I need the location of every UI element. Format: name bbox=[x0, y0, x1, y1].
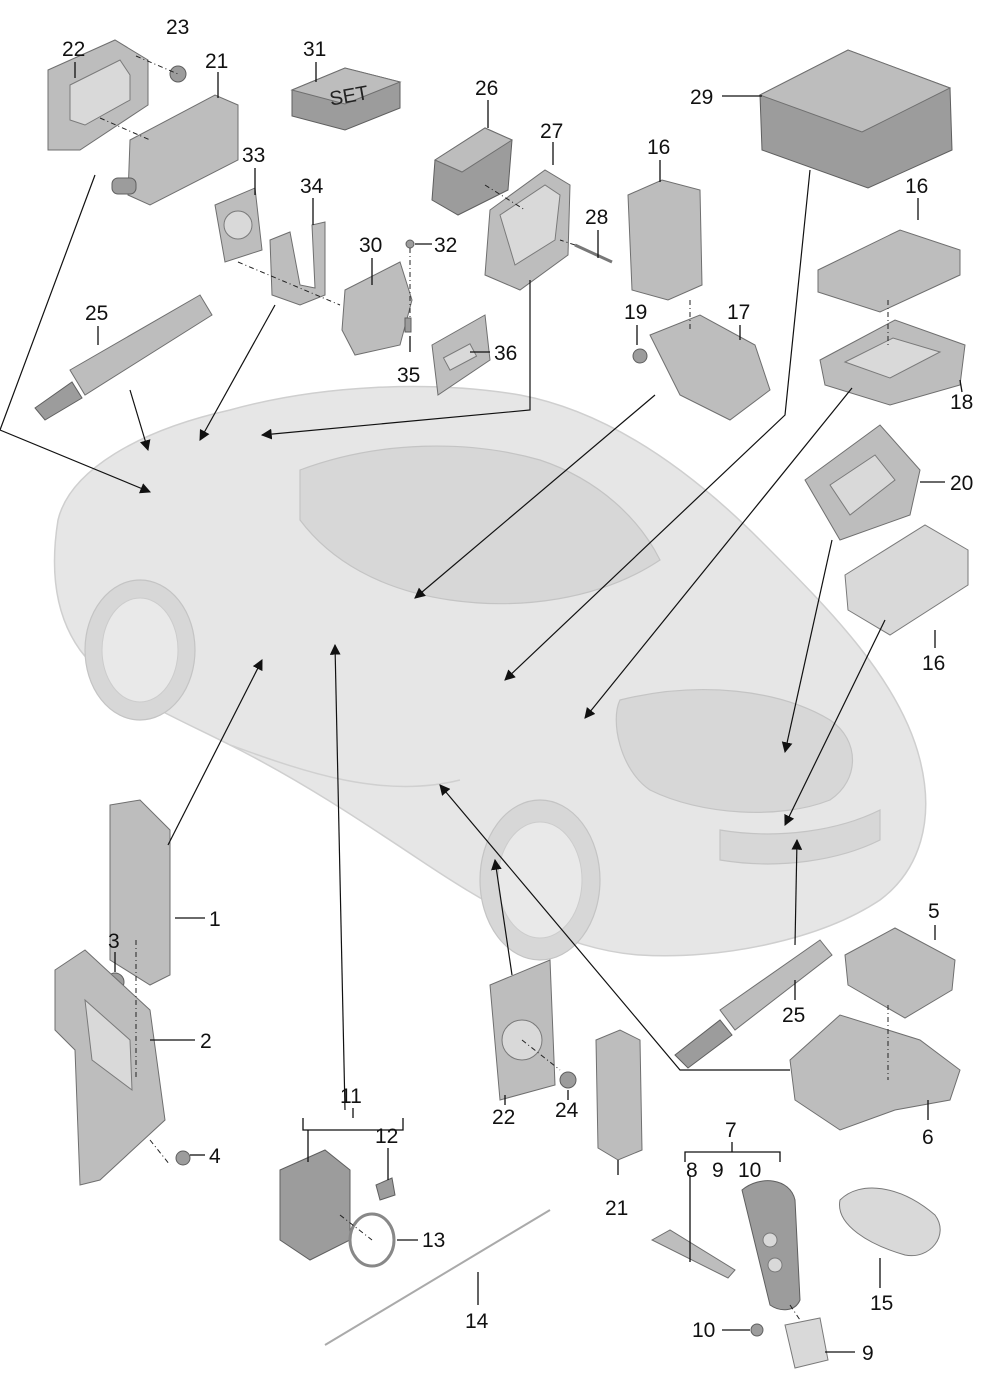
part-21-top-module bbox=[111, 94, 239, 206]
callout-24: 24 bbox=[555, 1099, 579, 1122]
part-10-screw bbox=[750, 1323, 764, 1337]
part-30-connector bbox=[341, 261, 413, 356]
callout-13: 13 bbox=[422, 1229, 445, 1252]
callout-6: 6 bbox=[922, 1126, 934, 1149]
callout-25-bottom: 25 bbox=[782, 1004, 805, 1027]
callout-27: 27 bbox=[540, 120, 563, 143]
part-20-bracket bbox=[804, 424, 921, 541]
part-13-ring bbox=[348, 1212, 396, 1268]
callout-23: 23 bbox=[166, 16, 189, 39]
part-32-screw bbox=[405, 239, 415, 249]
callout-35: 35 bbox=[397, 364, 420, 387]
callout-26: 26 bbox=[475, 77, 498, 100]
part-7-key-fob bbox=[741, 1180, 801, 1311]
callout-22-lower: 22 bbox=[492, 1106, 515, 1129]
part-1-control-unit bbox=[109, 799, 171, 986]
part-4-clip bbox=[175, 1150, 191, 1166]
callout-14: 14 bbox=[465, 1310, 489, 1333]
callout-10-top: 10 bbox=[738, 1159, 761, 1182]
part-22-top-bracket bbox=[47, 39, 149, 151]
callout-3: 3 bbox=[108, 930, 120, 953]
callout-7: 7 bbox=[725, 1119, 737, 1142]
callout-2: 2 bbox=[200, 1030, 212, 1053]
callout-16-right: 16 bbox=[905, 175, 928, 198]
part-36-plate bbox=[431, 314, 491, 396]
callout-30: 30 bbox=[359, 234, 382, 257]
callout-17: 17 bbox=[727, 301, 750, 324]
callout-29: 29 bbox=[690, 86, 713, 109]
callout-10-bottom: 10 bbox=[692, 1319, 715, 1342]
callout-12: 12 bbox=[375, 1125, 398, 1148]
callout-21-top: 21 bbox=[205, 50, 228, 73]
callout-19: 19 bbox=[624, 301, 647, 324]
callout-5: 5 bbox=[928, 900, 940, 923]
part-16-module-upper bbox=[627, 179, 703, 301]
callout-20: 20 bbox=[950, 472, 973, 495]
part-6-bracket bbox=[789, 1014, 961, 1131]
part-15-key-case bbox=[839, 1187, 941, 1257]
callout-22-top: 22 bbox=[62, 38, 85, 61]
callout-1: 1 bbox=[209, 908, 221, 931]
part-27-housing bbox=[484, 169, 571, 291]
callout-28: 28 bbox=[585, 206, 608, 229]
part-2-bracket bbox=[54, 949, 166, 1186]
part-25-antenna-bottom bbox=[674, 939, 833, 1069]
part-11-ignition-lock bbox=[279, 1149, 351, 1261]
part-16-module-right bbox=[817, 229, 961, 313]
callout-16-middle: 16 bbox=[647, 136, 670, 159]
part-22-lower-bracket bbox=[489, 959, 556, 1101]
part-21-lower-module bbox=[595, 1029, 643, 1161]
part-19-nut bbox=[632, 348, 648, 364]
part-33-ring-bracket bbox=[214, 187, 263, 263]
callout-18: 18 bbox=[950, 391, 973, 414]
part-16-module-lower bbox=[844, 524, 969, 636]
part-23-nut bbox=[169, 65, 187, 83]
callout-31: 31 bbox=[303, 38, 326, 61]
callout-4: 4 bbox=[209, 1145, 221, 1168]
callout-8: 8 bbox=[686, 1159, 698, 1182]
callout-9-bottom: 9 bbox=[862, 1342, 874, 1365]
callout-11: 11 bbox=[340, 1085, 362, 1108]
car-silhouette bbox=[53, 385, 927, 961]
part-35-bolt bbox=[404, 317, 412, 333]
part-25-antenna-top bbox=[34, 294, 213, 421]
part-9-cover bbox=[784, 1317, 829, 1369]
assembly-lines bbox=[99, 55, 889, 1321]
callout-34: 34 bbox=[300, 175, 324, 198]
part-8-key-blade bbox=[650, 1229, 736, 1279]
part-26-module bbox=[431, 127, 514, 216]
part-29-control-unit bbox=[758, 49, 953, 189]
callout-36: 36 bbox=[494, 342, 517, 365]
part-34-u-bracket bbox=[269, 221, 326, 306]
part-24-nut bbox=[559, 1071, 577, 1089]
callout-labels: 22 23 21 31 33 34 30 32 35 36 26 27 28 2… bbox=[62, 16, 973, 1365]
leader-lines bbox=[74, 62, 963, 1353]
callout-32: 32 bbox=[434, 234, 457, 257]
part-12-clip bbox=[375, 1177, 396, 1201]
part-18-frame bbox=[819, 319, 966, 406]
callout-21-lower: 21 bbox=[605, 1197, 628, 1220]
part-31-set-box: SET bbox=[290, 67, 402, 131]
callout-16-lower: 16 bbox=[922, 652, 945, 675]
callout-33: 33 bbox=[242, 144, 265, 167]
part-14-rod bbox=[324, 1209, 551, 1346]
part-5-module bbox=[844, 927, 956, 1019]
callout-15: 15 bbox=[870, 1292, 893, 1315]
pointer-arrows bbox=[0, 169, 886, 1111]
part-17-frame bbox=[649, 314, 771, 421]
callout-25-top: 25 bbox=[85, 302, 108, 325]
part-28-pin bbox=[574, 243, 613, 264]
callout-9-top: 9 bbox=[712, 1159, 724, 1182]
